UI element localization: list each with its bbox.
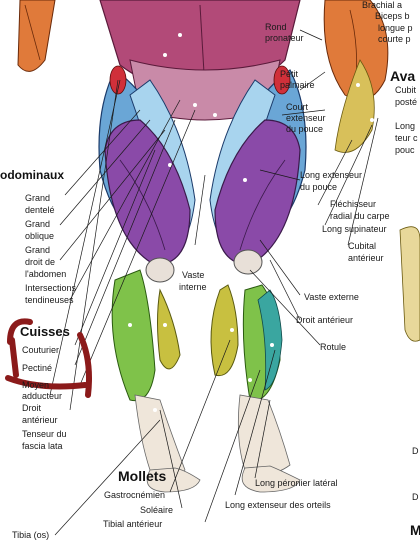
label-court-2: extenseur <box>286 113 326 123</box>
label-right-d2: D <box>412 492 419 502</box>
right-calf-yellow <box>210 284 239 377</box>
left-kneecap <box>145 257 175 283</box>
label-long-1: Long <box>395 121 416 131</box>
label-biceps: Biceps b <box>375 11 410 21</box>
left-calf-yellow <box>157 288 181 370</box>
label-grand-dentele-1: Grand <box>25 193 51 203</box>
label-long-supinateur: Long supinateur <box>322 224 387 234</box>
heading-cuisses: Cuisses <box>20 324 70 339</box>
label-grand-droit-2: droit de <box>25 257 56 267</box>
label-tenseur-2: fascia lata <box>22 441 63 451</box>
label-court-1: Court <box>286 102 309 112</box>
label-courte-p: courte p <box>378 34 411 44</box>
left-quadriceps <box>104 119 191 266</box>
label-flechisseur-1: Fléchisseur <box>330 199 377 209</box>
label-pectine: Pectiné <box>22 363 53 373</box>
label-intersections-2: tendineuses <box>25 295 74 305</box>
label-soleaire: Soléaire <box>140 505 174 515</box>
marker-bracket-bottom <box>5 375 88 390</box>
left-calf-green <box>111 269 156 402</box>
label-cubital-2: antérieur <box>348 253 384 263</box>
heading-ava: Ava <box>390 68 416 84</box>
label-long-ext-orteils: Long extenseur des orteils <box>225 500 331 510</box>
label-rond-2: pronateur <box>265 33 304 43</box>
marker-bracket-right <box>77 332 92 398</box>
label-tibial-anterieur: Tibial antérieur <box>103 519 163 529</box>
heading-mollets: Mollets <box>118 468 167 484</box>
label-gastrocnemien: Gastrocnémien <box>104 490 166 500</box>
label-moyen-2: adducteur <box>22 391 63 401</box>
label-vaste-interne-2: interne <box>179 282 207 292</box>
right-calf-teal <box>257 289 283 391</box>
right-kneecap <box>233 249 263 275</box>
label-droit-ant-1: Droit <box>22 403 42 413</box>
label-cubital-1: Cubital <box>348 241 377 251</box>
label-long-ext-pouce-2: du pouce <box>300 182 338 192</box>
label-longue-p: longue p <box>378 23 413 33</box>
label-moyen-1: Moyen <box>22 380 50 390</box>
heading-right-m: M <box>410 522 420 538</box>
label-vaste-interne-1: Vaste <box>182 270 205 280</box>
label-right-d1: D <box>412 446 419 456</box>
label-grand-dentele-2: dentelé <box>25 205 55 215</box>
heading-abdominaux: odominaux <box>0 168 65 182</box>
label-vaste-externe: Vaste externe <box>304 292 359 302</box>
marker-bracket-left <box>9 337 19 378</box>
left-arm-muscle <box>17 0 56 72</box>
right-quadriceps <box>214 119 301 266</box>
label-droit-ant-2: antérieur <box>22 415 58 425</box>
label-tenseur-1: Tenseur du <box>22 429 67 439</box>
label-intersections-1: Intersections <box>25 283 77 293</box>
label-long-peronier: Long péronier latéral <box>255 478 338 488</box>
label-brachial: Brachial a <box>362 0 403 10</box>
label-tibia: Tibia (os) <box>12 530 50 540</box>
label-court-3: du pouce <box>286 124 324 134</box>
label-grand-droit-3: l'abdomen <box>25 269 67 279</box>
label-long-3: pouc <box>395 145 415 155</box>
label-grand-oblique-1: Grand <box>25 219 51 229</box>
label-petit-1: Petit <box>280 69 299 79</box>
label-long-2: teur c <box>395 133 418 143</box>
label-grand-oblique-2: oblique <box>25 231 55 241</box>
label-rotule: Rotule <box>320 342 347 352</box>
label-rond-1: Rond <box>265 22 287 32</box>
label-grand-droit-1: Grand <box>25 245 51 255</box>
label-cubit: Cubit <box>395 85 417 95</box>
label-droit-anterieur: Droit antérieur <box>296 315 354 325</box>
label-couturier: Couturier <box>22 345 60 355</box>
label-poste: posté <box>395 97 418 107</box>
label-flechisseur-2: radial du carpe <box>330 211 390 221</box>
label-petit-2: palmaire <box>280 80 315 90</box>
label-long-ext-pouce-1: Long extenseur <box>300 170 363 180</box>
